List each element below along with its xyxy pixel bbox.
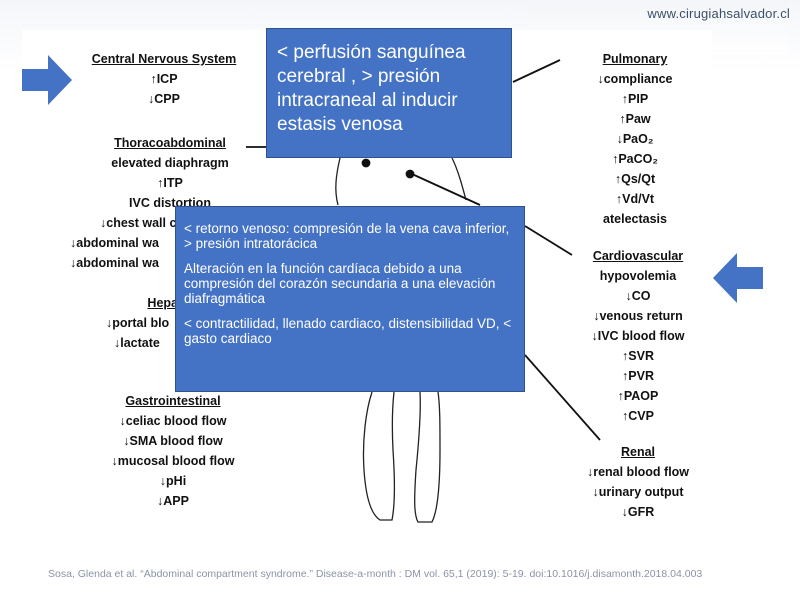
group-item: ↓urinary output — [592, 485, 684, 499]
group-gi-title: Gastrointestinal — [125, 394, 221, 408]
callout-cns: < perfusión sanguínea cerebral , > presi… — [266, 28, 512, 158]
group-item: ↑Qs/Qt — [614, 172, 656, 186]
group-item: ↓GFR — [621, 505, 655, 519]
callout-cv-text: < retorno venoso: compresión de la vena … — [184, 221, 510, 251]
group-item: ↑ICP — [150, 72, 178, 86]
group-pulmonary: Pulmonary ↓compliance ↑PIP ↑Paw ↓PaO₂ ↑P… — [565, 52, 705, 229]
group-cardio: Cardiovascular hypovolemia ↓CO ↓venous r… — [568, 249, 708, 426]
group-item: ↓CPP — [148, 92, 180, 106]
group-item: ↑SVR — [622, 349, 654, 363]
connector-renal — [524, 354, 601, 441]
group-item: hypovolemia — [599, 269, 677, 283]
group-item: ↓SMA blood flow — [123, 434, 223, 448]
group-item: ↓chest wall co — [100, 216, 185, 230]
connector-dot-upper — [361, 158, 371, 168]
group-item: ↓portal blo — [106, 316, 170, 330]
group-item: ↓pHi — [159, 474, 187, 488]
group-item: ↓CO — [625, 289, 651, 303]
group-thoraco: Thoracoabdominal elevated diaphragm ↑ITP… — [70, 136, 240, 273]
group-item: ↑PAOP — [617, 389, 659, 403]
group-item: ↓compliance — [597, 72, 673, 86]
group-item: ↑ITP — [157, 176, 183, 190]
group-item: ↓celiac blood flow — [119, 414, 227, 428]
group-thoraco-title: Thoracoabdominal — [114, 136, 226, 150]
right-arrow-icon — [713, 253, 763, 303]
leg-left-outer — [362, 391, 396, 521]
group-cns-title: Central Nervous System — [91, 52, 237, 66]
body-outline-left — [335, 157, 341, 206]
citation: Sosa, Glenda et al. “Abdominal compartme… — [48, 568, 703, 580]
group-renal-title: Renal — [620, 445, 656, 459]
group-renal: Renal ↓renal blood flow ↓urinary output … — [568, 445, 708, 522]
group-gi: Gastrointestinal ↓celiac blood flow ↓SMA… — [90, 394, 256, 511]
group-item: ↓IVC blood flow — [591, 329, 685, 343]
group-pulmonary-title: Pulmonary — [602, 52, 668, 66]
connector-cardio — [411, 173, 481, 206]
group-item: ↑PVR — [622, 369, 654, 383]
group-item: ↓abdominal wa — [70, 256, 159, 270]
group-item: ↑PaCO₂ — [612, 152, 658, 166]
group-item: ↓mucosal blood flow — [111, 454, 235, 468]
connector-cv-right — [524, 225, 573, 256]
left-arrow-icon — [22, 55, 72, 105]
group-item: ↑Vd/Vt — [615, 192, 655, 206]
group-item: ↓venous return — [593, 309, 683, 323]
group-cns: Central Nervous System ↑ICP ↓CPP — [80, 52, 248, 109]
group-item: ↓abdominal wa — [70, 236, 159, 250]
connector-dot-lower — [405, 169, 415, 179]
callout-cns-text: < perfusión sanguínea cerebral , > presi… — [277, 42, 466, 135]
callout-cv-text: < contractilidad, llenado cardiaco, dist… — [184, 316, 512, 346]
callout-cv-text: Alteración en la función cardíaca debido… — [184, 261, 496, 306]
group-item: ↓PaO₂ — [616, 132, 654, 146]
group-hepatic: Hepa ↓portal blo ↓lactate — [106, 296, 178, 353]
connector-pulmonary — [512, 59, 561, 83]
site-url: www.cirugiahsalvador.cl — [647, 6, 790, 21]
group-item: ↓APP — [157, 494, 189, 508]
group-hepatic-title: Hepa — [147, 296, 178, 310]
group-item: ↓renal blood flow — [586, 465, 690, 479]
leg-right-outer — [414, 391, 441, 523]
group-item: ↓lactate — [114, 336, 160, 350]
body-outline-right — [451, 157, 467, 201]
group-item: elevated diaphragm — [111, 156, 229, 170]
callout-cardiovascular: < retorno venoso: compresión de la vena … — [175, 206, 525, 392]
group-item: atelectasis — [603, 212, 667, 226]
group-item: ↑CVP — [622, 409, 654, 423]
group-item: ↑Paw — [619, 112, 651, 126]
group-item: ↑PIP — [621, 92, 649, 106]
group-cardio-title: Cardiovascular — [592, 249, 684, 263]
